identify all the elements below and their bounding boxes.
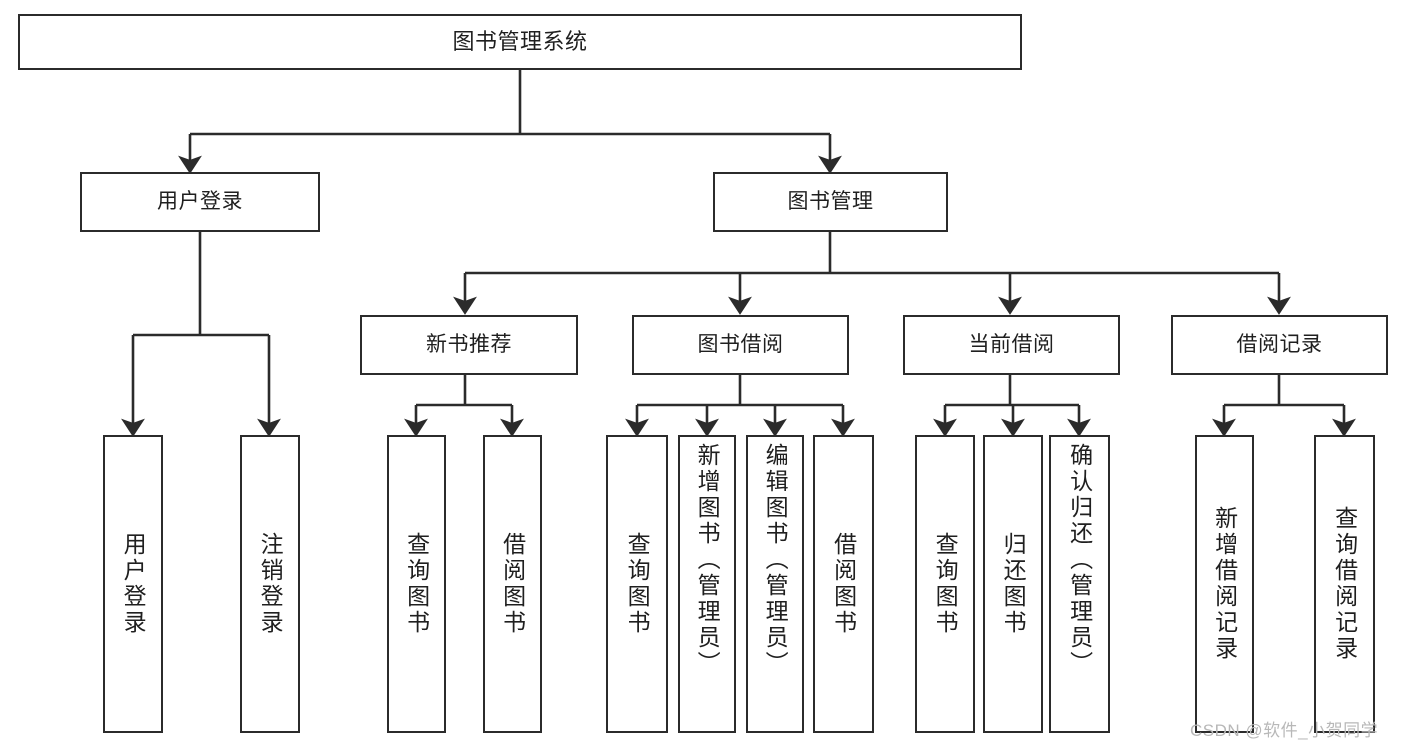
leaf-user-login[interactable]: 用户登录 (103, 435, 163, 733)
leaf-query-book-1[interactable]: 查询图书 (387, 435, 446, 733)
leaf-label: 编辑图书（管理员） (762, 443, 789, 677)
leaf-label: 新增借阅记录 (1211, 506, 1238, 662)
leaf-query-record[interactable]: 查询借阅记录 (1314, 435, 1375, 733)
node-label: 图书借阅 (697, 332, 784, 356)
node-current-borrow[interactable]: 当前借阅 (903, 315, 1120, 375)
leaf-label: 借阅图书 (499, 532, 526, 636)
leaf-label: 确认归还（管理员） (1066, 443, 1093, 677)
leaf-edit-book[interactable]: 编辑图书（管理员） (746, 435, 804, 733)
leaf-label: 查询借阅记录 (1331, 506, 1358, 662)
leaf-add-book[interactable]: 新增图书（管理员） (678, 435, 736, 733)
leaf-label: 查询图书 (403, 532, 430, 636)
node-book-management-system[interactable]: 图书管理系统 (18, 14, 1022, 70)
node-borrow-record[interactable]: 借阅记录 (1171, 315, 1388, 375)
node-label: 当前借阅 (968, 332, 1055, 356)
csdn-watermark: CSDN @软件_小贺同学 (1190, 721, 1379, 740)
leaf-return-book[interactable]: 归还图书 (983, 435, 1043, 733)
leaf-label: 查询图书 (932, 532, 959, 636)
leaf-label: 用户登录 (120, 532, 147, 636)
leaf-borrow-book-1[interactable]: 借阅图书 (483, 435, 542, 733)
leaf-borrow-book-2[interactable]: 借阅图书 (813, 435, 874, 733)
leaf-query-book-2[interactable]: 查询图书 (606, 435, 668, 733)
leaf-query-book-3[interactable]: 查询图书 (915, 435, 975, 733)
node-book-borrow[interactable]: 图书借阅 (632, 315, 849, 375)
leaf-label: 新增图书（管理员） (694, 443, 721, 677)
leaf-logout[interactable]: 注销登录 (240, 435, 300, 733)
node-label: 图书管理 (787, 189, 874, 213)
leaf-add-record[interactable]: 新增借阅记录 (1195, 435, 1254, 733)
node-label: 用户登录 (157, 189, 243, 213)
leaf-label: 借阅图书 (830, 532, 857, 636)
node-new-book-recommend[interactable]: 新书推荐 (360, 315, 578, 375)
leaf-label: 注销登录 (257, 532, 284, 636)
node-label: 借阅记录 (1236, 332, 1323, 356)
leaf-label: 查询图书 (624, 532, 651, 636)
leaf-label: 归还图书 (1000, 532, 1027, 636)
node-label: 图书管理系统 (452, 29, 588, 55)
leaf-confirm-return[interactable]: 确认归还（管理员） (1049, 435, 1110, 733)
node-label: 新书推荐 (426, 332, 512, 356)
node-user-login[interactable]: 用户登录 (80, 172, 320, 232)
node-book-manage[interactable]: 图书管理 (713, 172, 948, 232)
